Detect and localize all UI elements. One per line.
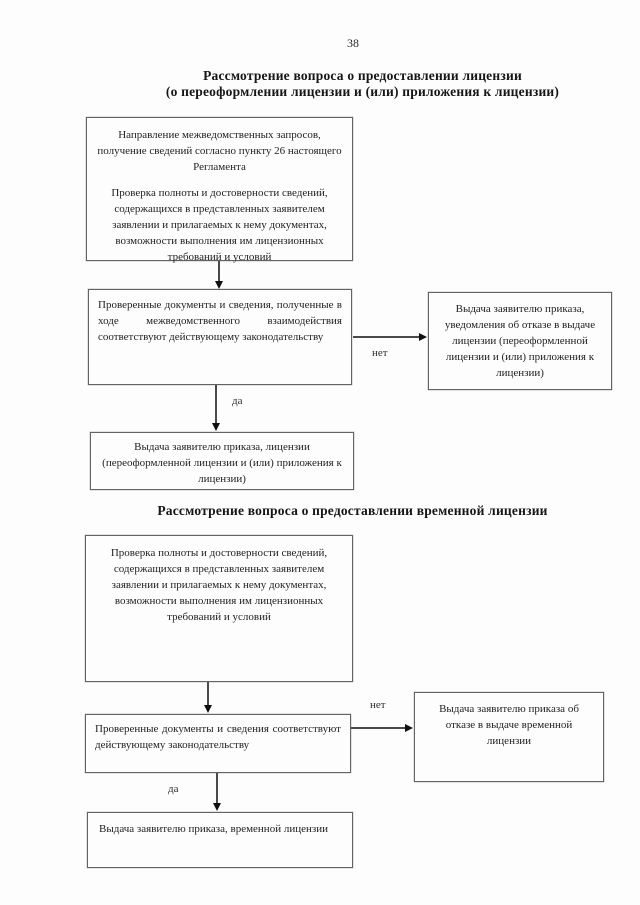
arrow-line: [215, 385, 217, 424]
flowchart1-box-issue: Выдача заявителю приказа, лицензии (пере…: [90, 432, 354, 490]
arrow-line: [216, 773, 218, 804]
flowchart2-label-yes: да: [168, 783, 179, 795]
arrow-down-icon: [204, 705, 212, 713]
flowchart1-box-interagency-requests: Направление межведомственных запросов, п…: [86, 117, 353, 263]
flowchart-license-title: Рассмотрение вопроса о предоставлении ли…: [85, 68, 640, 100]
arrow-line: [218, 261, 220, 282]
flowchart1-box-refusal: Выдача заявителю приказа, уведомления об…: [428, 292, 612, 390]
arrow-right-icon: [405, 724, 413, 732]
flowchart1-box-interagency-requests-para2: Проверка полноты и достоверности сведени…: [111, 187, 328, 263]
flowchart-license-title-line1: Рассмотрение вопроса о предоставлении ли…: [203, 68, 522, 83]
flowchart2-box-refusal: Выдача заявителю приказа об отказе в выд…: [414, 692, 604, 782]
flowchart1-label-no: нет: [372, 347, 388, 359]
flowchart2-box-check: Проверка полноты и достоверности сведени…: [85, 535, 353, 682]
flowchart1-decision-compliance: Проверенные документы и сведения, получе…: [88, 289, 352, 385]
flowchart-license-title-line2: (о переоформлении лицензии и (или) прило…: [165, 84, 560, 99]
flowchart2-decision-compliance: Проверенные документы и сведения соответ…: [85, 714, 351, 773]
flowchart1-label-yes: да: [232, 395, 243, 407]
arrow-line: [207, 682, 209, 707]
arrow-down-icon: [215, 281, 223, 289]
flowchart1-box-interagency-requests-para1: Направление межведомственных запросов, п…: [97, 129, 342, 173]
arrow-right-icon: [419, 333, 427, 341]
arrow-down-icon: [212, 423, 220, 431]
flowchart2-label-no: нет: [370, 699, 386, 711]
arrow-line: [351, 727, 406, 729]
arrow-down-icon: [213, 803, 221, 811]
page-number: 38: [347, 36, 359, 50]
flowchart-temporary-title: Рассмотрение вопроса о предоставлении вр…: [157, 503, 548, 518]
flowchart2-box-issue: Выдача заявителю приказа, временной лице…: [87, 812, 353, 868]
arrow-line: [353, 336, 420, 338]
